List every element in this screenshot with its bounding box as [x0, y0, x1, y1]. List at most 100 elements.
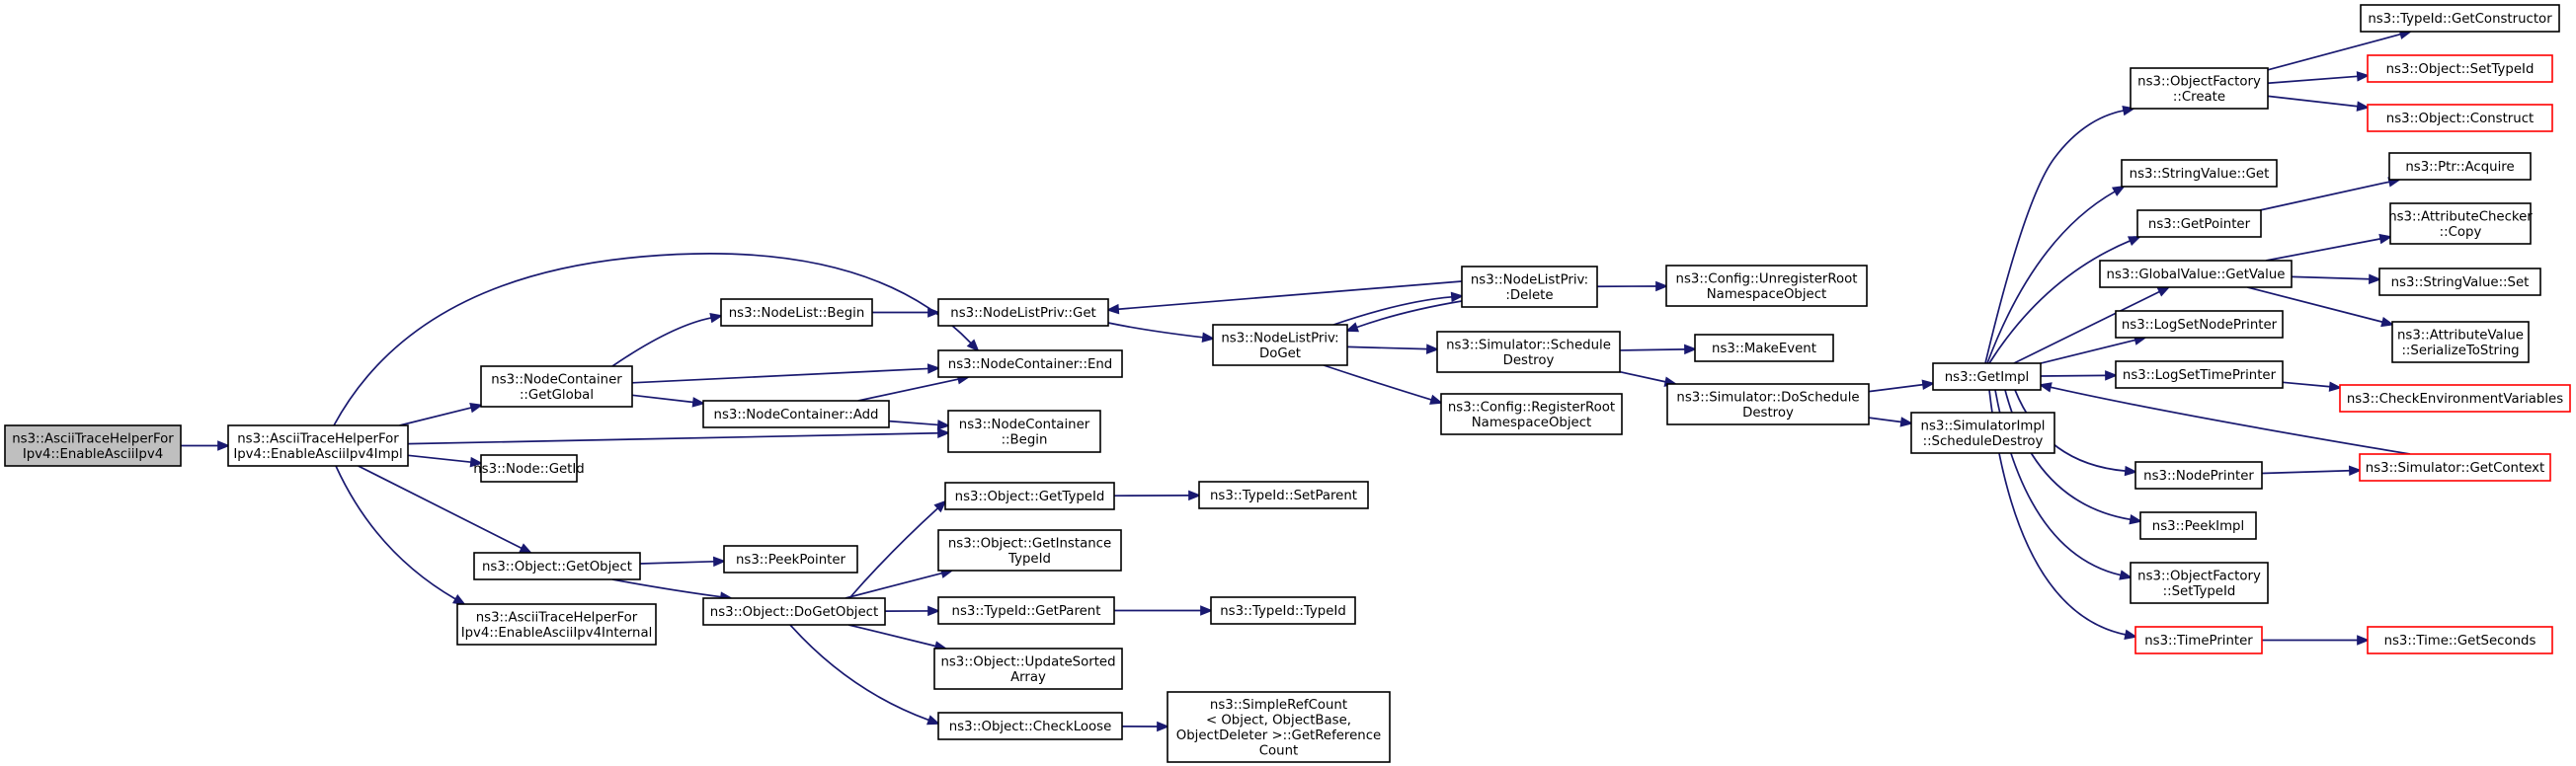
node-box	[2367, 626, 2553, 654]
node-typeIdSetParent[interactable]: ns3::TypeId::SetParent	[1198, 481, 1369, 509]
node-objectGetTypeId[interactable]: ns3::Object::GetTypeId	[944, 482, 1115, 510]
node-nodeListPrivDelete[interactable]: ns3::NodeListPriv::Delete	[1461, 266, 1598, 308]
edge-arrowhead	[519, 543, 533, 555]
node-logSetNodePrinter[interactable]: ns3::LogSetNodePrinter	[2115, 310, 2284, 339]
node-box	[2367, 104, 2553, 132]
node-timePrinter[interactable]: ns3::TimePrinter	[2134, 626, 2263, 654]
node-stringValueGet[interactable]: ns3::StringValue::Get	[2121, 159, 2278, 188]
edge-arrowhead	[2368, 273, 2382, 284]
edge-arrowhead	[1201, 332, 1216, 343]
node-enableAsciiIpv4Internal[interactable]: ns3::AsciiTraceHelperForIpv4::EnableAsci…	[456, 603, 657, 646]
node-stringValueSet[interactable]: ns3::StringValue::Set	[2378, 268, 2541, 296]
node-label-line: ::Create	[2173, 90, 2225, 105]
edge-arrowhead	[2129, 514, 2143, 525]
node-label-line: ::ScheduleDestroy	[1923, 434, 2044, 449]
node-nodeContainerBegin[interactable]: ns3::NodeContainer::Begin	[947, 410, 1101, 453]
node-objectGetObject[interactable]: ns3::Object::GetObject	[473, 552, 641, 580]
call-edge-objectGetObject-to-peekPointer	[639, 556, 727, 568]
node-label-line: ns3::Object::Construct	[2386, 112, 2534, 126]
node-label-line: ns3::LogSetNodePrinter	[2122, 318, 2278, 333]
node-nodeListPrivGet[interactable]: ns3::NodeListPriv::Get	[937, 298, 1109, 327]
edge-line	[2291, 275, 2371, 280]
node-box	[2389, 202, 2532, 245]
node-nodeListPrivDoGet[interactable]: ns3::NodeListPriv:DoGet	[1212, 324, 1348, 366]
edge-arrowhead	[451, 594, 466, 606]
node-nodeContainerAdd[interactable]: ns3::NodeContainer::Add	[702, 400, 890, 428]
edge-line	[333, 253, 972, 426]
node-globalValueGetValue[interactable]: ns3::GlobalValue::GetValue	[2099, 260, 2293, 288]
edge-arrowhead	[1655, 280, 1669, 292]
node-ptrAcquire[interactable]: ns3::Ptr::Acquire	[2388, 152, 2532, 181]
node-simulatorImplScheduleDestroy[interactable]: ns3::SimulatorImpl::ScheduleDestroy	[1910, 412, 2055, 454]
call-edge-nodeListPrivDoGet-to-simulatorScheduleDestroy	[1346, 344, 1440, 354]
node-label-line: ns3::GetPointer	[2148, 217, 2251, 232]
edge-line	[2267, 95, 2359, 108]
node-nodeGetId[interactable]: ns3::Node::GetId	[473, 454, 585, 483]
node-simpleRefCount[interactable]: ns3::SimpleRefCount< Object, ObjectBase,…	[1167, 691, 1391, 763]
edge-arrowhead	[691, 397, 706, 408]
node-attributeValueSerialize[interactable]: ns3::AttributeValue::SerializeToString	[2391, 321, 2530, 363]
node-objectFactoryCreate[interactable]: ns3::ObjectFactory::Create	[2130, 67, 2269, 110]
node-attributeCheckerCopy[interactable]: ns3::AttributeChecker::Copy	[2388, 202, 2533, 245]
node-nodeContainerEnd[interactable]: ns3::NodeContainer::End	[937, 349, 1123, 378]
node-box	[947, 410, 1101, 453]
node-objectDoGetObject[interactable]: ns3::Object::DoGetObject	[702, 597, 886, 626]
node-makeEvent[interactable]: ns3::MakeEvent	[1694, 334, 1834, 362]
edge-line	[1619, 347, 1686, 351]
node-enableAsciiIpv4Impl[interactable]: ns3::AsciiTraceHelperForIpv4::EnableAsci…	[227, 424, 409, 467]
call-edge-globalValueGetValue-to-attributeValueSerialize	[2247, 286, 2395, 328]
edge-line	[1868, 417, 1902, 423]
node-getImpl[interactable]: ns3::GetImpl	[1932, 362, 2042, 391]
node-label-line: ns3::Simulator::Schedule	[1446, 338, 1611, 352]
node-objectFactorySetTypeId[interactable]: ns3::ObjectFactory::SetTypeId	[2130, 562, 2269, 604]
node-objectConstruct[interactable]: ns3::Object::Construct	[2367, 104, 2553, 132]
node-simulatorScheduleDestroy[interactable]: ns3::Simulator::ScheduleDestroy	[1436, 331, 1621, 373]
node-label-line: TypeId	[1007, 552, 1051, 567]
node-getPointer[interactable]: ns3::GetPointer	[2136, 209, 2262, 238]
node-timeGetSeconds[interactable]: ns3::Time::GetSeconds	[2367, 626, 2553, 654]
node-label-line: ns3::AsciiTraceHelperFor	[476, 610, 638, 625]
node-box	[944, 482, 1115, 510]
node-label-line: ns3::Object::GetInstance	[948, 536, 1111, 551]
node-label-line: Array	[1010, 670, 1046, 685]
node-box	[2115, 310, 2284, 339]
node-label-line: Destroy	[1503, 353, 1555, 368]
call-edge-objectFactoryCreate-to-objectConstruct	[2267, 95, 2371, 112]
node-label-line: ::Copy	[2440, 225, 2482, 240]
node-label-line: ns3::Simulator::GetContext	[2366, 461, 2544, 476]
node-peekImpl[interactable]: ns3::PeekImpl	[2139, 511, 2257, 540]
node-box	[1910, 412, 2055, 454]
node-configUnregisterRoot[interactable]: ns3::Config::UnregisterRootNamespaceObje…	[1665, 265, 1868, 307]
node-box	[1666, 383, 1870, 425]
node-typeIdGetParent[interactable]: ns3::TypeId::GetParent	[937, 596, 1115, 625]
node-label-line: ns3::NodeList::Begin	[729, 306, 865, 321]
node-objectSetTypeId[interactable]: ns3::Object::SetTypeId	[2367, 54, 2553, 83]
node-nodeListBegin[interactable]: ns3::NodeList::Begin	[720, 298, 873, 327]
edge-line	[399, 407, 472, 426]
node-label-line: < Object, ObjectBase,	[1206, 713, 1351, 728]
edge-arrowhead	[933, 499, 947, 513]
node-label-line: Destroy	[1742, 406, 1794, 421]
edge-line	[1346, 345, 1428, 350]
node-objectCheckLoose[interactable]: ns3::Object::CheckLoose	[937, 712, 1123, 740]
node-logSetTimePrinter[interactable]: ns3::LogSetTimePrinter	[2115, 360, 2284, 389]
edge-arrowhead	[2328, 381, 2343, 392]
node-peekPointer[interactable]: ns3::PeekPointer	[723, 545, 858, 574]
node-typeIdGetConstructor[interactable]: ns3::TypeId::GetConstructor	[2360, 4, 2560, 33]
node-checkEnvironmentVariables[interactable]: ns3::CheckEnvironmentVariables	[2339, 384, 2571, 413]
node-typeIdTypeId[interactable]: ns3::TypeId::TypeId	[1210, 596, 1356, 625]
node-nodePrinter[interactable]: ns3::NodePrinter	[2134, 461, 2263, 490]
node-simulatorGetContext[interactable]: ns3::Simulator::GetContext	[2359, 453, 2551, 482]
edge-arrowhead	[469, 456, 484, 468]
node-box	[2360, 4, 2560, 33]
edge-arrowhead	[1684, 344, 1698, 355]
call-edge-nodeContainerGetGlobal-to-nodeListBegin	[611, 312, 724, 367]
node-label-line: ns3::StringValue::Get	[2130, 167, 2270, 182]
node-label-line: ns3::NodeContainer::Add	[714, 408, 879, 422]
node-label-line: DoGet	[1259, 346, 1301, 361]
node-nodeContainerGetGlobal[interactable]: ns3::NodeContainer::GetGlobal	[480, 365, 633, 408]
